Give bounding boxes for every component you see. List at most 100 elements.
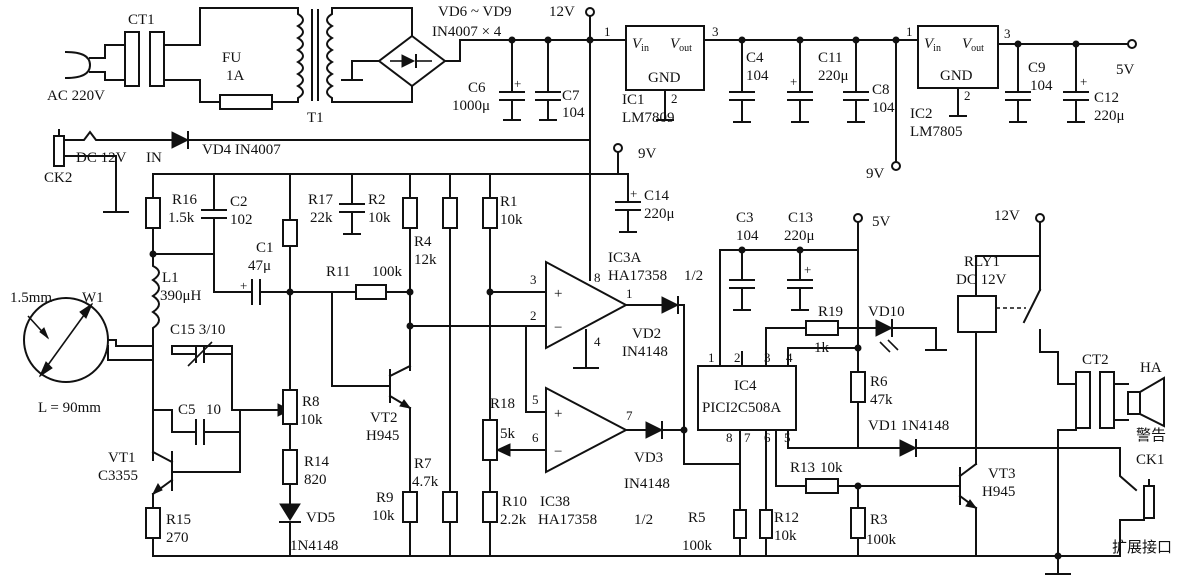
vd5-part: 1N4148 xyxy=(290,538,338,554)
c11-value: 220μ xyxy=(818,68,849,84)
fuse-name: FU xyxy=(222,50,241,66)
vt1-part: C3355 xyxy=(98,468,138,484)
r1-name: R1 xyxy=(500,194,518,210)
r2-value: 10k xyxy=(368,210,391,226)
c2-name: C2 xyxy=(230,194,248,210)
svg-text:+: + xyxy=(630,186,637,201)
ic2-gnd: GND xyxy=(940,68,973,84)
c8-value: 104 xyxy=(872,100,895,116)
c6-value: 1000μ xyxy=(452,98,490,114)
ic1-pin1: 1 xyxy=(604,24,611,39)
transistor-vt3 xyxy=(958,333,978,557)
l1-name: L1 xyxy=(162,270,179,286)
resistor-r7-top xyxy=(442,197,458,229)
c6-name: C6 xyxy=(468,80,486,96)
r13-name: R13 xyxy=(790,460,815,476)
vt1-name: VT1 xyxy=(108,450,136,466)
svg-text:+: + xyxy=(804,262,811,277)
c3-value: 104 xyxy=(736,228,759,244)
ic3a-minus: − xyxy=(554,320,562,336)
terminal-5v-ic4 xyxy=(853,213,863,223)
rail-5v-label: 5V xyxy=(872,214,891,230)
c11-name: C11 xyxy=(818,50,842,66)
vd10-label: VD10 xyxy=(868,304,905,320)
terminal-12v xyxy=(585,7,595,17)
c13-value: 220μ xyxy=(784,228,815,244)
bridge-name: VD6 ~ VD9 xyxy=(438,4,512,20)
ic3a-half: 1/2 xyxy=(684,268,703,284)
transistor-vt1 xyxy=(151,450,241,496)
ic2-7805 xyxy=(917,25,999,89)
ic2-pin3: 3 xyxy=(1004,26,1011,41)
l1-value: 390μH xyxy=(160,288,202,304)
resistor-r3 xyxy=(850,507,866,539)
r16-name: R16 xyxy=(172,192,198,208)
ic2-name: IC2 xyxy=(910,106,933,122)
ic3b-pin7: 7 xyxy=(626,408,633,423)
ic4-pin1: 1 xyxy=(708,350,715,365)
resistor-r12 xyxy=(759,509,773,539)
c12-value: 220μ xyxy=(1094,108,1125,124)
r2-name: R2 xyxy=(368,192,386,208)
ic1-pin3: 3 xyxy=(712,24,719,39)
relay-rly1 xyxy=(957,295,997,333)
svg-text:+: + xyxy=(514,76,521,91)
ic1-pin2: 2 xyxy=(671,91,678,106)
out-5v-label: 5V xyxy=(1116,62,1135,78)
r18-name: R18 xyxy=(490,396,515,412)
terminal-5v-out xyxy=(1127,39,1137,49)
in-label: IN xyxy=(146,150,162,166)
c3-name: C3 xyxy=(736,210,754,226)
opamp-ic3a xyxy=(539,260,629,369)
horn-ha xyxy=(1127,376,1165,428)
dc-input-label: DC 12V xyxy=(76,150,127,166)
r16-value: 1.5k xyxy=(168,210,195,226)
ic2-part: LM7805 xyxy=(910,124,963,140)
svg-text:+: + xyxy=(240,278,247,293)
alarm-label: 警告 xyxy=(1136,426,1166,444)
ic1-part: LM7809 xyxy=(622,110,675,126)
ct2-label: CT2 xyxy=(1082,352,1109,368)
vd3-name: VD3 xyxy=(634,450,663,466)
ic3b-plus: + xyxy=(554,406,562,422)
r18-value: 5k xyxy=(500,426,516,442)
rail-9v-label: 9V xyxy=(638,146,657,162)
ic3b-name: IC38 xyxy=(540,494,570,510)
transformer-label: T1 xyxy=(307,110,324,126)
vd2-name: VD2 xyxy=(632,326,661,342)
resistor-r11 xyxy=(355,284,387,300)
r15-value: 270 xyxy=(166,530,189,546)
transformer-t1 xyxy=(296,7,334,103)
c12-name: C12 xyxy=(1094,90,1119,106)
r13-value: 10k xyxy=(820,460,843,476)
ic3b-pin6: 6 xyxy=(532,430,539,445)
c4-name: C4 xyxy=(746,50,764,66)
w1-name: W1 xyxy=(82,290,104,306)
vt3-part: H945 xyxy=(982,484,1015,500)
r8-value: 10k xyxy=(300,412,323,428)
c9-value: 104 xyxy=(1030,78,1053,94)
c5-value: 10 xyxy=(206,402,221,418)
c1-value: 47μ xyxy=(248,258,271,274)
ic1-vout: Vout xyxy=(670,36,692,54)
transistor-vt2 xyxy=(331,291,412,410)
ic4-pin4: 4 xyxy=(786,350,793,365)
r17-name: R17 xyxy=(308,192,334,208)
search-coil-w1 xyxy=(23,297,154,383)
vd4-label: VD4 IN4007 xyxy=(202,142,281,158)
ic4-pin7: 7 xyxy=(744,430,751,445)
resistor-r19 xyxy=(805,320,839,336)
r3-value: 100k xyxy=(866,532,897,548)
fuse-fu xyxy=(219,94,273,110)
relay-name: RLY1 xyxy=(964,254,1000,270)
c14-value: 220μ xyxy=(644,206,675,222)
r10-value: 2.2k xyxy=(500,512,527,528)
ic4-pin8: 8 xyxy=(726,430,733,445)
ct1-label: CT1 xyxy=(128,12,155,28)
vt3-name: VT3 xyxy=(988,466,1016,482)
r14-value: 820 xyxy=(304,472,327,488)
ic3b-part: HA17358 xyxy=(538,512,597,528)
resistor-r6 xyxy=(850,371,866,403)
